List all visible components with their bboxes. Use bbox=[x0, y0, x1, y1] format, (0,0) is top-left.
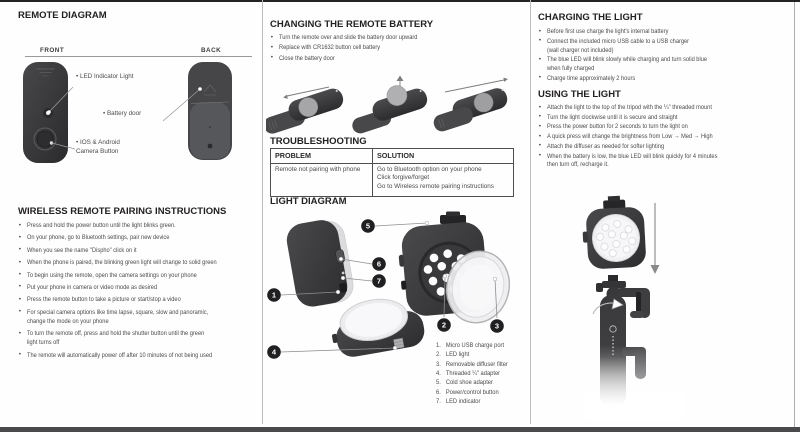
remote-step2 bbox=[352, 85, 428, 134]
back-label: BACK bbox=[201, 47, 222, 54]
list-item: When you see the name "Dispho" click on … bbox=[18, 245, 245, 255]
part-item: 5.Cold shoe adapter bbox=[436, 379, 493, 387]
light-parts-list: 1.Micro USB charge port 2.LED light 3.Re… bbox=[436, 341, 535, 406]
light-with-led-face bbox=[582, 195, 646, 269]
column-divider-2 bbox=[530, 0, 531, 424]
front-label: FRONT bbox=[40, 47, 65, 54]
list-item: The blue LED will blink slowly while cha… bbox=[538, 56, 768, 74]
remote-back-body bbox=[188, 62, 232, 160]
part-item: 6.Power/control button bbox=[436, 388, 499, 396]
table-cell-problem: Remote not pairing with phone bbox=[270, 163, 373, 197]
list-item: Put your phone in camera or video mode a… bbox=[18, 282, 245, 292]
troubleshooting-table: PROBLEM SOLUTION Remote not pairing with… bbox=[270, 148, 514, 197]
list-item: Press and hold the power button until th… bbox=[18, 221, 245, 230]
using-list: Attach the light to the top of the tripo… bbox=[538, 104, 768, 171]
light-top-view bbox=[332, 298, 425, 357]
camera-button bbox=[36, 130, 54, 148]
table-header-solution: SOLUTION bbox=[372, 148, 514, 164]
threaded-adapter bbox=[393, 337, 405, 349]
led-callout-line bbox=[48, 86, 74, 113]
micro-usb-port bbox=[339, 282, 348, 293]
battery-change-illustration bbox=[266, 75, 508, 134]
list-item: To turn the remote off, press and hold t… bbox=[18, 329, 245, 347]
list-item: For special camera options like time lap… bbox=[18, 307, 245, 326]
list-item: Attach the light to the top of the tripo… bbox=[538, 104, 768, 113]
diffuser-filter bbox=[445, 250, 511, 324]
marker-2: 2 bbox=[442, 321, 446, 330]
list-item: Turn the remote over and slide the batte… bbox=[270, 34, 495, 43]
table-cell-solution: Go to Bluetooth option on your phone Cli… bbox=[372, 163, 514, 197]
part-item: 7.LED indicator bbox=[436, 398, 481, 406]
list-item: Connect the included micro USB cable to … bbox=[538, 37, 768, 56]
marker-7: 7 bbox=[377, 277, 381, 286]
list-item: On your phone, go to Bluetooth settings,… bbox=[18, 233, 245, 242]
pairing-instructions-list: Press and hold the power button until th… bbox=[18, 221, 245, 363]
camera-button-ring bbox=[33, 127, 57, 151]
front-back-rule bbox=[25, 56, 252, 57]
changing-battery-title: CHANGING THE REMOTE BATTERY bbox=[270, 19, 434, 30]
battery-door-callout-line bbox=[162, 88, 201, 122]
list-item: Before first use charge the light's inte… bbox=[538, 28, 768, 37]
list-item: The remote will automatically power off … bbox=[18, 350, 245, 360]
remote-step3 bbox=[433, 88, 508, 132]
top-border bbox=[0, 0, 800, 2]
list-item: Attach the diffuser as needed for softer… bbox=[538, 142, 768, 152]
part-item: 1.Micro USB charge port bbox=[436, 342, 505, 349]
right-border bbox=[794, 2, 795, 427]
table-header-problem: PROBLEM bbox=[270, 148, 373, 164]
charging-list: Before first use charge the light's inte… bbox=[538, 28, 768, 85]
part-item: 2.LED light bbox=[436, 351, 470, 359]
part-item: 3.Removable diffuser filter bbox=[436, 360, 508, 368]
led-indicator-hole bbox=[341, 271, 345, 275]
part-item: 4.Threaded ¼" adapter bbox=[436, 370, 501, 378]
list-item: Charge time approximately 2 hours bbox=[538, 74, 768, 84]
list-item: Close the battery door bbox=[270, 54, 495, 64]
battery-door-callout: • Battery door bbox=[103, 110, 142, 117]
list-item: Replace with CR1632 button cell battery bbox=[270, 44, 495, 53]
remote-front-back-illustration bbox=[23, 62, 232, 163]
light-diagram-title: LIGHT DIAGRAM bbox=[270, 196, 347, 207]
cold-shoe bbox=[440, 211, 466, 224]
marker-1: 1 bbox=[272, 291, 276, 300]
light-side-view bbox=[286, 220, 354, 307]
bottom-bar bbox=[0, 427, 800, 432]
marker-6: 6 bbox=[377, 260, 381, 269]
list-item: A quick press will change the brightness… bbox=[538, 133, 768, 142]
diagram-markers: 1 2 3 4 5 6 7 bbox=[267, 219, 504, 359]
using-title: USING THE LIGHT bbox=[538, 89, 621, 100]
marker-3: 3 bbox=[495, 322, 499, 331]
column-divider-1 bbox=[262, 0, 263, 424]
remote-step1 bbox=[266, 88, 344, 134]
led-indicator-callout: • LED Indicator Light bbox=[76, 73, 134, 80]
battery-door bbox=[190, 102, 230, 159]
remote-front-body bbox=[23, 62, 68, 163]
list-item: Turn the light clockwise until it is sec… bbox=[538, 113, 768, 123]
light-diagram-illustration: 1 2 3 4 5 6 7 bbox=[267, 211, 511, 359]
troubleshooting-title: TROUBLESHOOTING bbox=[270, 136, 367, 147]
callout-lines bbox=[280, 222, 498, 353]
marker-5: 5 bbox=[366, 222, 370, 231]
camera-button-callout: • IOS & Android Camera Button bbox=[76, 139, 120, 155]
camera-callout-line bbox=[51, 142, 76, 150]
list-item: Press the remote button to take a pictur… bbox=[18, 295, 245, 304]
list-item: When the phone is paired, the blinking g… bbox=[18, 258, 245, 267]
tripod-brand-logo bbox=[609, 325, 617, 333]
remote-diagram-title: REMOTE DIAGRAM bbox=[18, 10, 107, 21]
list-item: To begin using the remote, open the came… bbox=[18, 270, 245, 280]
marker-4: 4 bbox=[272, 348, 277, 357]
changing-battery-list: Turn the remote over and slide the batte… bbox=[270, 34, 495, 65]
pairing-title: WIRELESS REMOTE PAIRING INSTRUCTIONS bbox=[18, 206, 227, 217]
tripod-mount-illustration bbox=[582, 195, 685, 420]
list-item: Press the power button for 2 seconds to … bbox=[538, 123, 768, 132]
charging-title: CHARGING THE LIGHT bbox=[538, 12, 643, 23]
list-item: When the battery is low, the blue LED wi… bbox=[538, 152, 768, 171]
